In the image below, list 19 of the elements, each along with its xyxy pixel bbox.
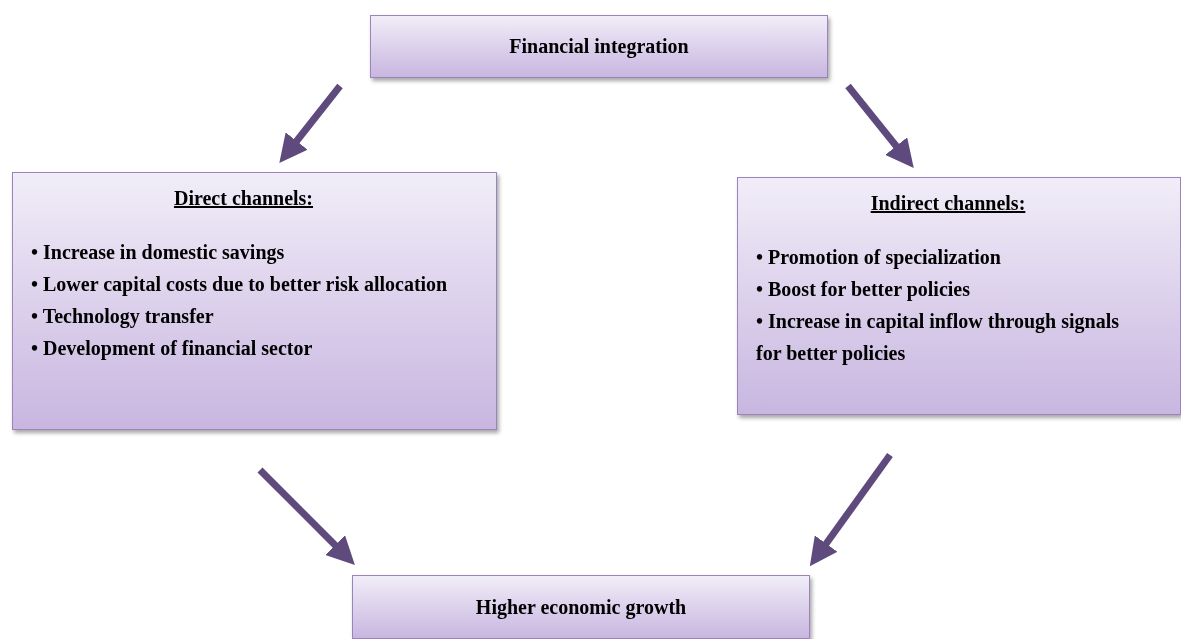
bullet-item: • Boost for better policies (756, 277, 971, 303)
channel-box (12, 172, 497, 430)
box-heading: Higher economic growth (475, 595, 687, 619)
arrow (257, 467, 355, 565)
bullet-item: • Increase in domestic savings (31, 240, 286, 266)
bullet-item: • Development of financial sector (31, 336, 314, 362)
box-heading: Financial integration (509, 35, 689, 58)
arrow (845, 83, 914, 168)
arrow (279, 83, 343, 163)
process-box (370, 15, 828, 78)
process-box (352, 575, 810, 639)
arrow (809, 452, 893, 567)
bullet-item: • Increase in capital inflow through signals for better policies (756, 309, 1120, 367)
channel-box (737, 177, 1181, 415)
bullet-item: • Lower capital costs due to better risk allocation (31, 272, 449, 298)
bullet-item: • Technology transfer (31, 304, 215, 330)
box-heading: Indirect channels: (869, 192, 1027, 215)
box-heading: Direct channels: (172, 187, 315, 210)
bullet-item: • Promotion of specialization (756, 245, 1002, 271)
